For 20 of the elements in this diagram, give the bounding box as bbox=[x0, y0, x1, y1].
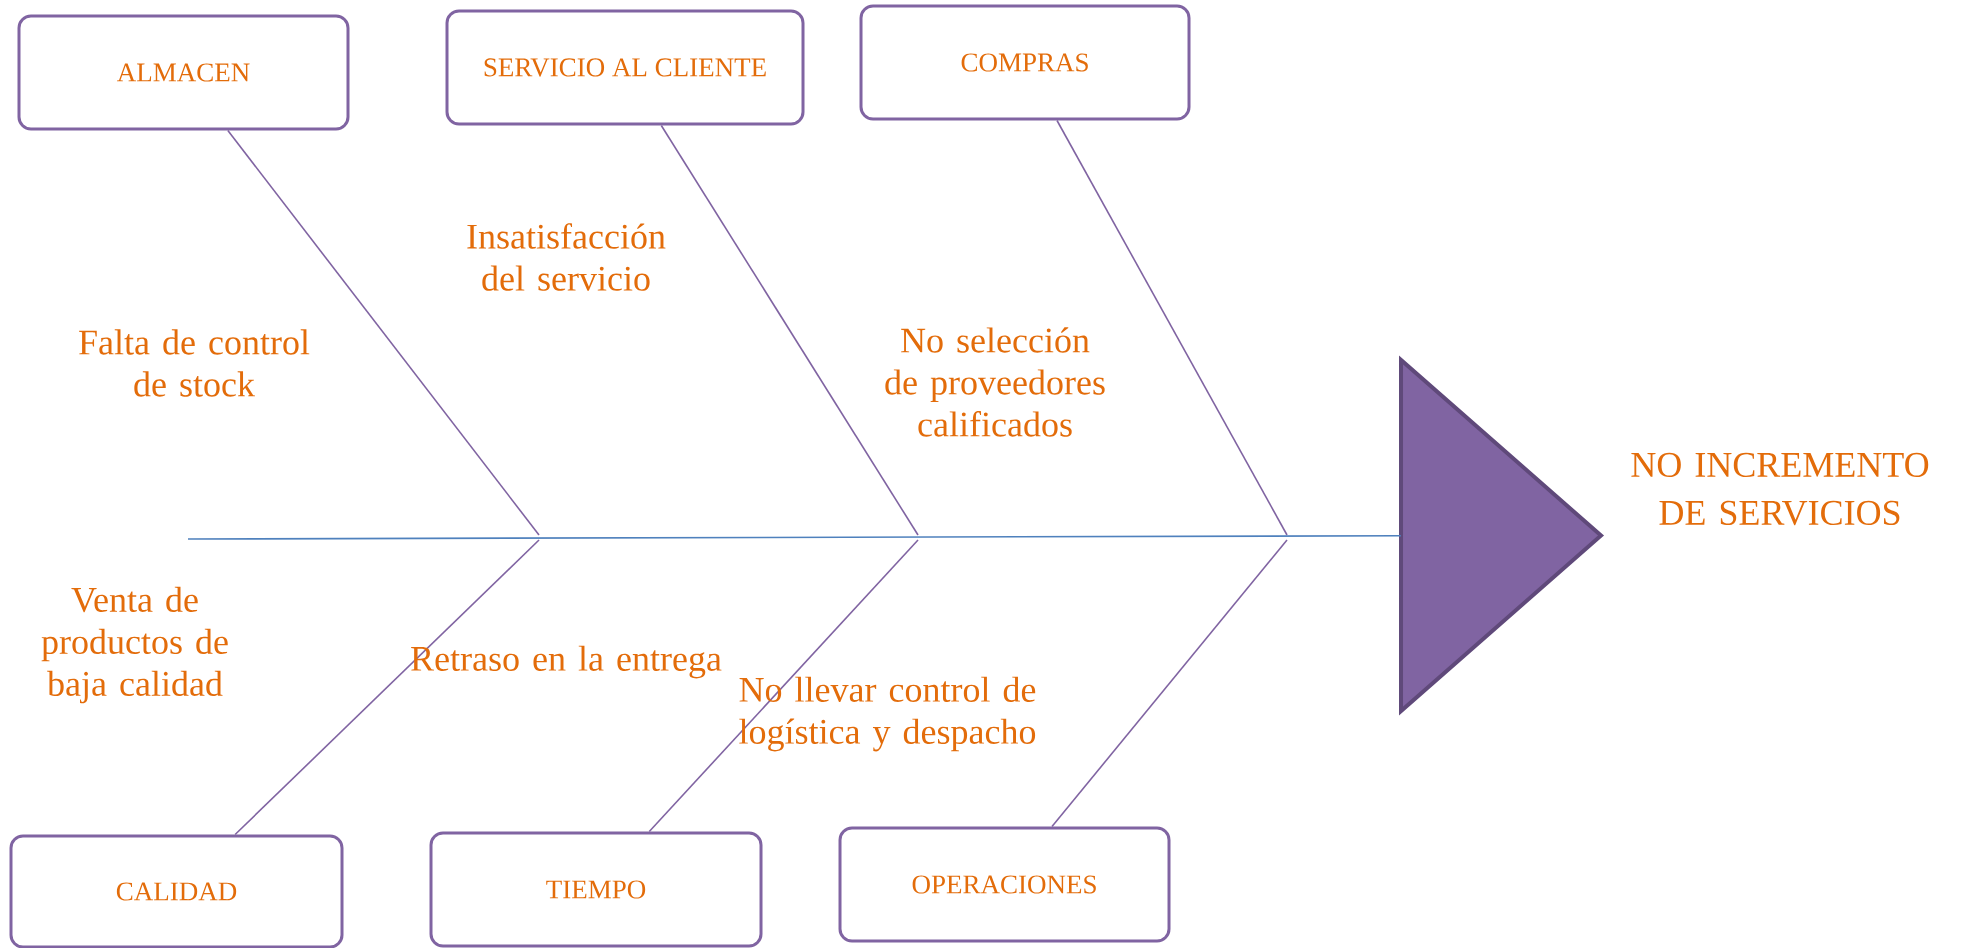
bone-line bbox=[1056, 119, 1288, 536]
cause-text: Venta de productos de baja calidad bbox=[41, 586, 228, 704]
cause-text: Insatisfacción del servicio bbox=[467, 223, 666, 291]
cause-text: Falta de control de stock bbox=[79, 329, 310, 397]
category-box: COMPRAS bbox=[859, 4, 1191, 121]
cause-text: No llevar control de logística y despacho bbox=[739, 676, 1036, 752]
category-box: TIEMPO bbox=[429, 831, 763, 948]
cause-text: Retraso en la entrega bbox=[411, 645, 722, 679]
category-box: ALMACEN bbox=[17, 14, 350, 131]
category-box: CALIDAD bbox=[9, 834, 344, 948]
spine-line bbox=[187, 534, 1402, 540]
category-box: SERVICIO AL CLIENTE bbox=[445, 9, 805, 126]
bone-line bbox=[1051, 539, 1288, 828]
bone-line bbox=[648, 539, 919, 833]
bone-line bbox=[660, 124, 919, 536]
bone-line bbox=[234, 539, 540, 836]
effect-text: NO INCREMENTO DE SERVICIOS bbox=[1631, 452, 1929, 526]
bone-line bbox=[227, 129, 540, 536]
category-box: OPERACIONES bbox=[838, 826, 1171, 943]
cause-text: No selección de proveedores calificados bbox=[885, 327, 1105, 437]
